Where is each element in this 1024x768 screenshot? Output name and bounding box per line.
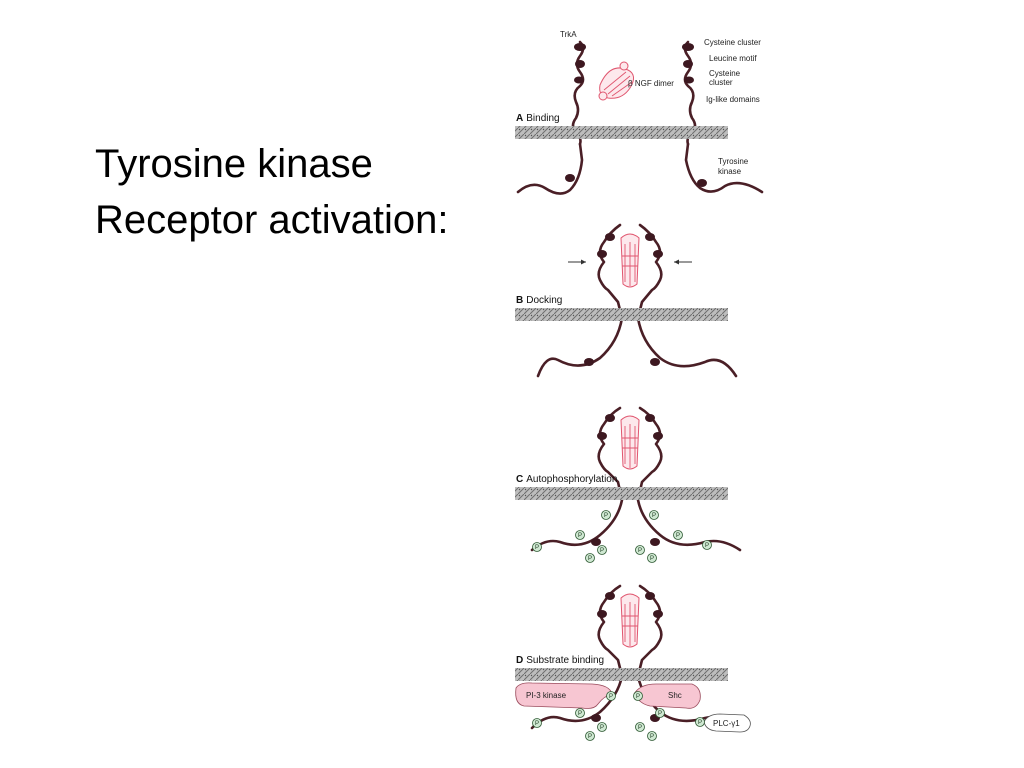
phosphate-tag: P [647, 731, 657, 741]
svg-text:P: P [638, 548, 642, 554]
panel-a-label: Binding [526, 113, 559, 124]
panel-b-letter: B [516, 295, 523, 306]
membrane-a [515, 126, 728, 139]
svg-text:P: P [638, 725, 642, 731]
svg-text:P: P [578, 711, 582, 717]
ngf-dimer-d [620, 593, 640, 648]
svg-text:P: P [636, 694, 640, 700]
receptor-pair-c [530, 406, 742, 552]
phosphate-tag: P [633, 691, 643, 701]
svg-text:P: P [588, 556, 592, 562]
phosphate-tags-d: P P P P P P P P P P [532, 691, 705, 741]
svg-text:P: P [609, 694, 613, 700]
phosphate-tag: P [649, 510, 659, 520]
phosphate-tag: P [585, 731, 595, 741]
cysteine-cluster-2-label-b: cluster [709, 78, 733, 87]
phosphate-tag: P [532, 718, 542, 728]
docking-arrows [568, 259, 692, 265]
tyrosine-kinase-label-b: kinase [718, 167, 742, 176]
phosphate-tag: P [532, 542, 542, 552]
shc-shape [633, 683, 701, 709]
pi3-kinase-label: PI-3 kinase [526, 691, 567, 700]
shc-label: Shc [668, 691, 682, 700]
svg-text:P: P [652, 513, 656, 519]
phosphate-tag: P [673, 530, 683, 540]
phosphate-tag: P [655, 708, 665, 718]
svg-text:P: P [535, 545, 539, 551]
svg-text:P: P [650, 556, 654, 562]
slide-title: Tyrosine kinase Receptor activation: [95, 136, 449, 248]
phosphate-tag: P [597, 545, 607, 555]
svg-text:P: P [650, 734, 654, 740]
trk-receptor-diagram: TrkA β NGF dimer Cysteine cluster [515, 30, 764, 741]
membrane-c [515, 487, 728, 500]
ngf-dimer-a [598, 61, 634, 101]
phosphate-tags-c: P P P P P P P P P P [532, 510, 712, 563]
phosphate-tag: P [635, 722, 645, 732]
ngf-dimer-c [620, 415, 640, 470]
phosphate-tag: P [575, 530, 585, 540]
phosphate-tag: P [585, 553, 595, 563]
title-line-1: Tyrosine kinase [95, 142, 373, 186]
svg-text:P: P [600, 548, 604, 554]
panel-a-letter: A [516, 113, 523, 124]
panel-c-letter: C [516, 474, 523, 485]
phosphate-tag: P [601, 510, 611, 520]
svg-text:P: P [578, 533, 582, 539]
phosphate-tag: P [647, 553, 657, 563]
trka-label: TrkA [560, 30, 577, 39]
phosphate-tag: P [702, 540, 712, 550]
ig-like-domains-label: Ig-like domains [706, 95, 760, 104]
membrane-d [515, 668, 728, 681]
svg-text:P: P [676, 533, 680, 539]
svg-text:P: P [658, 711, 662, 717]
panel-c-label: Autophosphorylation [526, 474, 617, 485]
phosphate-tag: P [695, 717, 705, 727]
pi3-kinase-shape [515, 682, 613, 709]
panel-d-letter: D [516, 655, 523, 666]
receptor-pair-b [536, 223, 738, 378]
panel-a: TrkA β NGF dimer Cysteine cluster [515, 30, 764, 195]
cysteine-cluster-label: Cysteine cluster [704, 38, 761, 47]
receptor-right-a [682, 40, 764, 194]
ngf-dimer-b [620, 233, 640, 288]
panel-b-label: Docking [526, 295, 562, 306]
svg-text:P: P [600, 725, 604, 731]
membrane-b [515, 308, 728, 321]
phosphate-tag: P [597, 722, 607, 732]
panel-d-label: Substrate binding [526, 655, 604, 666]
cysteine-cluster-2-label-a: Cysteine [709, 69, 741, 78]
svg-text:P: P [588, 734, 592, 740]
title-line-2: Receptor activation: [95, 198, 449, 242]
svg-text:P: P [698, 720, 702, 726]
svg-text:P: P [604, 513, 608, 519]
ngf-dimer-label: β NGF dimer [628, 79, 674, 88]
tyrosine-kinase-label-a: Tyrosine [718, 157, 749, 166]
phosphate-tag: P [606, 691, 616, 701]
svg-text:P: P [535, 721, 539, 727]
svg-text:P: P [705, 543, 709, 549]
plc-gamma1-shape [703, 713, 751, 733]
leucine-motif-label: Leucine motif [709, 54, 757, 63]
phosphate-tag: P [635, 545, 645, 555]
phosphate-tag: P [575, 708, 585, 718]
plc-gamma1-label: PLC-γ1 [713, 719, 740, 728]
